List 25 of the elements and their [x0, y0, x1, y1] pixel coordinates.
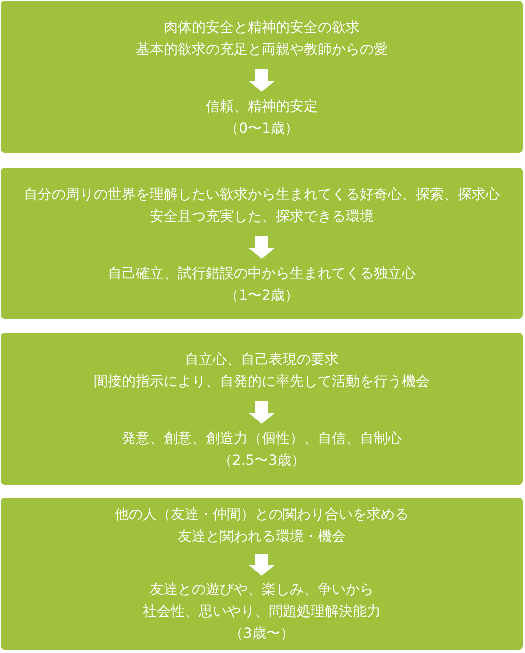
environment-text: 安全且つ充実した、探求できる環境: [150, 208, 374, 227]
environment-text: 友達と関われる環境・機会: [178, 528, 346, 547]
stage-panel: [1, 498, 523, 650]
down-arrow: [248, 69, 276, 92]
need-text: 他の人（友達・仲間）との関わり合いを求める: [115, 506, 409, 525]
stage-panel: [1, 333, 523, 485]
down-arrow: [248, 401, 276, 424]
outcome-text: 信頼、精神的安定: [206, 98, 318, 117]
stage-panel: [1, 1, 523, 153]
stage-panel: [1, 168, 523, 319]
outcome-text: 社会性、思いやり、問題処理解決能力: [143, 603, 381, 622]
outcome-text: 自己確立、試行錯誤の中から生まれてくる独立心: [108, 265, 416, 284]
age-range: （0〜1歳）: [225, 120, 299, 139]
need-text: 肉体的安全と精神的安全の欲求: [164, 19, 360, 38]
need-text: 自立心、自己表現の要求: [185, 351, 339, 370]
down-arrow: [248, 236, 276, 259]
outcome-text: 友達との遊びや、楽しみ、争いから: [150, 581, 374, 600]
need-text: 自分の周りの世界を理解したい欲求から生まれてくる好奇心、探索、探求心: [24, 186, 500, 205]
down-arrow: [248, 554, 276, 576]
age-range: （2.5〜3歳）: [218, 452, 306, 471]
environment-text: 基本的欲求の充足と両親や教師からの愛: [136, 41, 388, 60]
outcome-text: 発意、創意、創造力（個性）、自信、自制心: [122, 430, 402, 449]
age-range: （3歳〜）: [230, 625, 294, 644]
age-range: （1〜2歳）: [225, 287, 299, 306]
environment-text: 間接的指示により、自発的に率先して活動を行う機会: [94, 373, 430, 392]
